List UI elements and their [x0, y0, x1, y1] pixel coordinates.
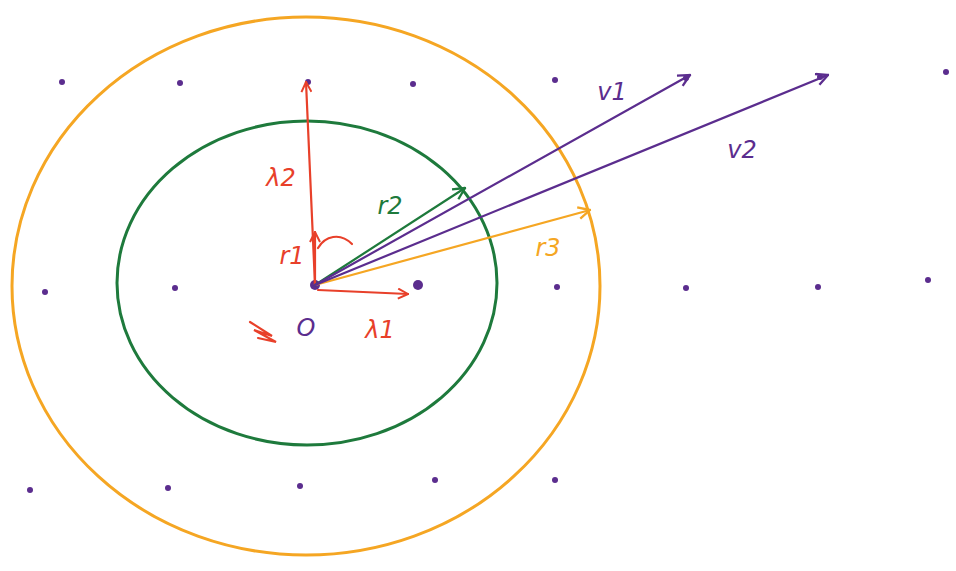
vector-label: v2 [725, 137, 758, 163]
lattice-points [27, 69, 949, 493]
outer-ellipse [12, 17, 600, 555]
vector-label: r3 [533, 235, 562, 261]
vector-label: v1 [595, 79, 628, 105]
vector-label: r1 [277, 243, 306, 269]
vector-label: r2 [375, 193, 404, 219]
vector-label: λ1 [363, 317, 396, 343]
vector-label: λ2 [264, 165, 297, 191]
vectors [250, 75, 828, 342]
inner-ellipse [117, 121, 497, 445]
vector-label: O [295, 315, 318, 341]
